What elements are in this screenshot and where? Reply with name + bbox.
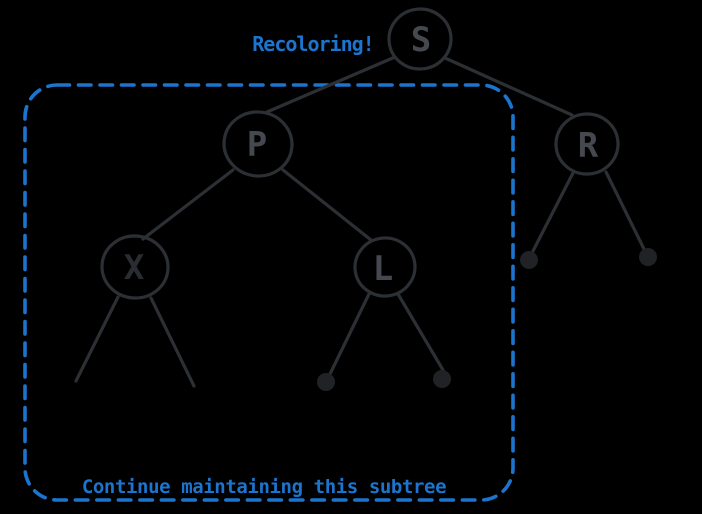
edge-p-x	[141, 168, 235, 241]
subtree-caption-label: Continue maintaining this subtree	[82, 476, 446, 498]
nil-leaf-dot	[520, 251, 538, 269]
nil-leaf-dot	[433, 370, 451, 388]
node-l-circle	[353, 236, 417, 298]
edge-r-right-nil	[604, 170, 646, 251]
node-l: L	[353, 236, 417, 298]
node-s-circle	[387, 7, 453, 71]
edge-l-right-nil	[396, 292, 445, 372]
node-p-label: P	[247, 125, 267, 165]
nil-leaf-dot	[317, 373, 335, 391]
node-s-label: S	[411, 20, 431, 60]
edge-s-r	[443, 56, 574, 117]
node-r-circle	[554, 112, 620, 176]
edge-r-left-nil	[531, 171, 575, 253]
tree-edges	[74, 55, 646, 388]
node-s: S	[387, 7, 453, 71]
node-r-label: R	[578, 126, 599, 166]
node-l-label: L	[373, 249, 393, 289]
node-p: P	[222, 110, 294, 178]
edge-x-left-child	[74, 295, 120, 383]
edge-x-right-child	[149, 296, 196, 388]
edge-p-l	[281, 168, 373, 242]
node-x-label: X	[124, 248, 145, 288]
node-x: X	[100, 234, 170, 300]
node-r: R	[554, 112, 620, 176]
edge-s-p	[265, 55, 397, 114]
nil-leaf-dot	[639, 248, 657, 266]
nil-leaf-dots	[317, 248, 657, 391]
node-p-circle	[222, 110, 294, 178]
edge-l-left-nil	[328, 292, 371, 376]
recoloring-label: Recoloring!	[252, 32, 373, 56]
subtree-boundary-box	[23, 83, 515, 502]
node-x-circle	[100, 234, 170, 300]
